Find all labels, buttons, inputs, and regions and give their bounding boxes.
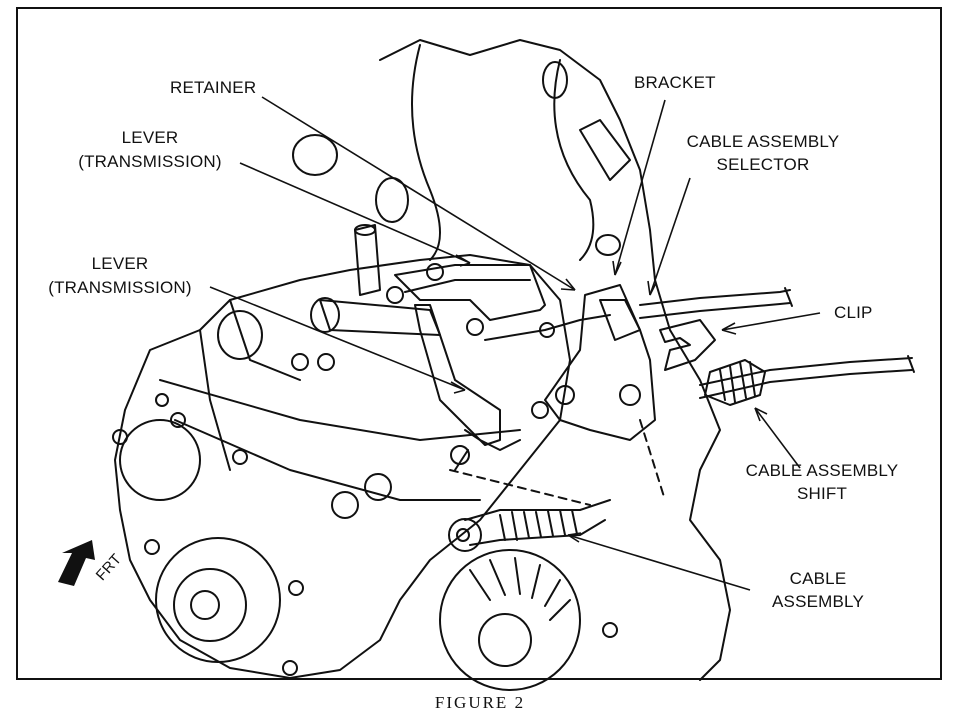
- label-clip: CLIP: [834, 303, 873, 322]
- label-lever-upper-line1: LEVER: [121, 128, 179, 147]
- label-cable-line2: ASSEMBLY: [772, 592, 864, 611]
- finned-housing: [439, 549, 581, 691]
- upper-lever: [394, 264, 546, 321]
- mount-boss-upper: [292, 134, 338, 176]
- selector-cable-upper: [639, 289, 791, 306]
- output-cover-inner: [173, 568, 247, 642]
- shift-cable-boot: [704, 359, 766, 406]
- housing-inner-curve: [411, 44, 441, 261]
- label-lever-lower-line1: LEVER: [91, 254, 149, 273]
- figure-caption: FIGURE 2: [434, 693, 526, 712]
- figure-frame: [16, 7, 942, 680]
- output-cover-outer: [155, 537, 281, 663]
- case-seam-2: [174, 419, 481, 501]
- selector-tower: [354, 224, 381, 296]
- output-cover-hub: [190, 590, 220, 620]
- leader-cable-selector: [649, 177, 691, 296]
- housing-rib: [553, 59, 595, 261]
- case-seam: [159, 379, 521, 441]
- leader-lever-upper: [239, 162, 471, 264]
- side-cover: [119, 419, 201, 501]
- lower-lever-link: [464, 429, 521, 451]
- label-retainer: RETAINER: [170, 78, 257, 97]
- mount-boss-right: [595, 234, 621, 256]
- leader-cable-assembly: [567, 534, 751, 591]
- clip-part: [659, 319, 716, 371]
- leader-lines: [209, 96, 821, 591]
- label-lever-upper-line2: (TRANSMISSION): [78, 152, 222, 171]
- front-arrow-icon: [58, 540, 95, 586]
- case-bolts: [112, 263, 618, 676]
- main-case: [114, 254, 571, 679]
- label-cable-selector-line2: SELECTOR: [716, 155, 810, 174]
- label-cable-shift-line2: SHIFT: [796, 484, 848, 503]
- label-lever-lower-line2: (TRANSMISSION): [48, 278, 192, 297]
- linkage-rod: [484, 314, 611, 341]
- label-cable-selector-line1: CABLE ASSEMBLY: [686, 132, 840, 151]
- label-bracket: BRACKET: [634, 73, 716, 92]
- lower-cable-body: [464, 499, 611, 521]
- label-cable-line1: CABLE: [789, 569, 847, 588]
- housing-flange: [579, 119, 631, 181]
- leader-lever-lower: [209, 286, 466, 391]
- leader-clip: [721, 312, 821, 331]
- leader-retainer: [261, 96, 576, 291]
- label-cable-shift-line1: CABLE ASSEMBLY: [745, 461, 899, 480]
- mount-boss-top: [542, 61, 568, 99]
- leader-bracket: [614, 99, 666, 276]
- lower-lever: [414, 304, 501, 446]
- leader-cable-shift: [754, 407, 801, 469]
- shift-cable: [699, 357, 913, 386]
